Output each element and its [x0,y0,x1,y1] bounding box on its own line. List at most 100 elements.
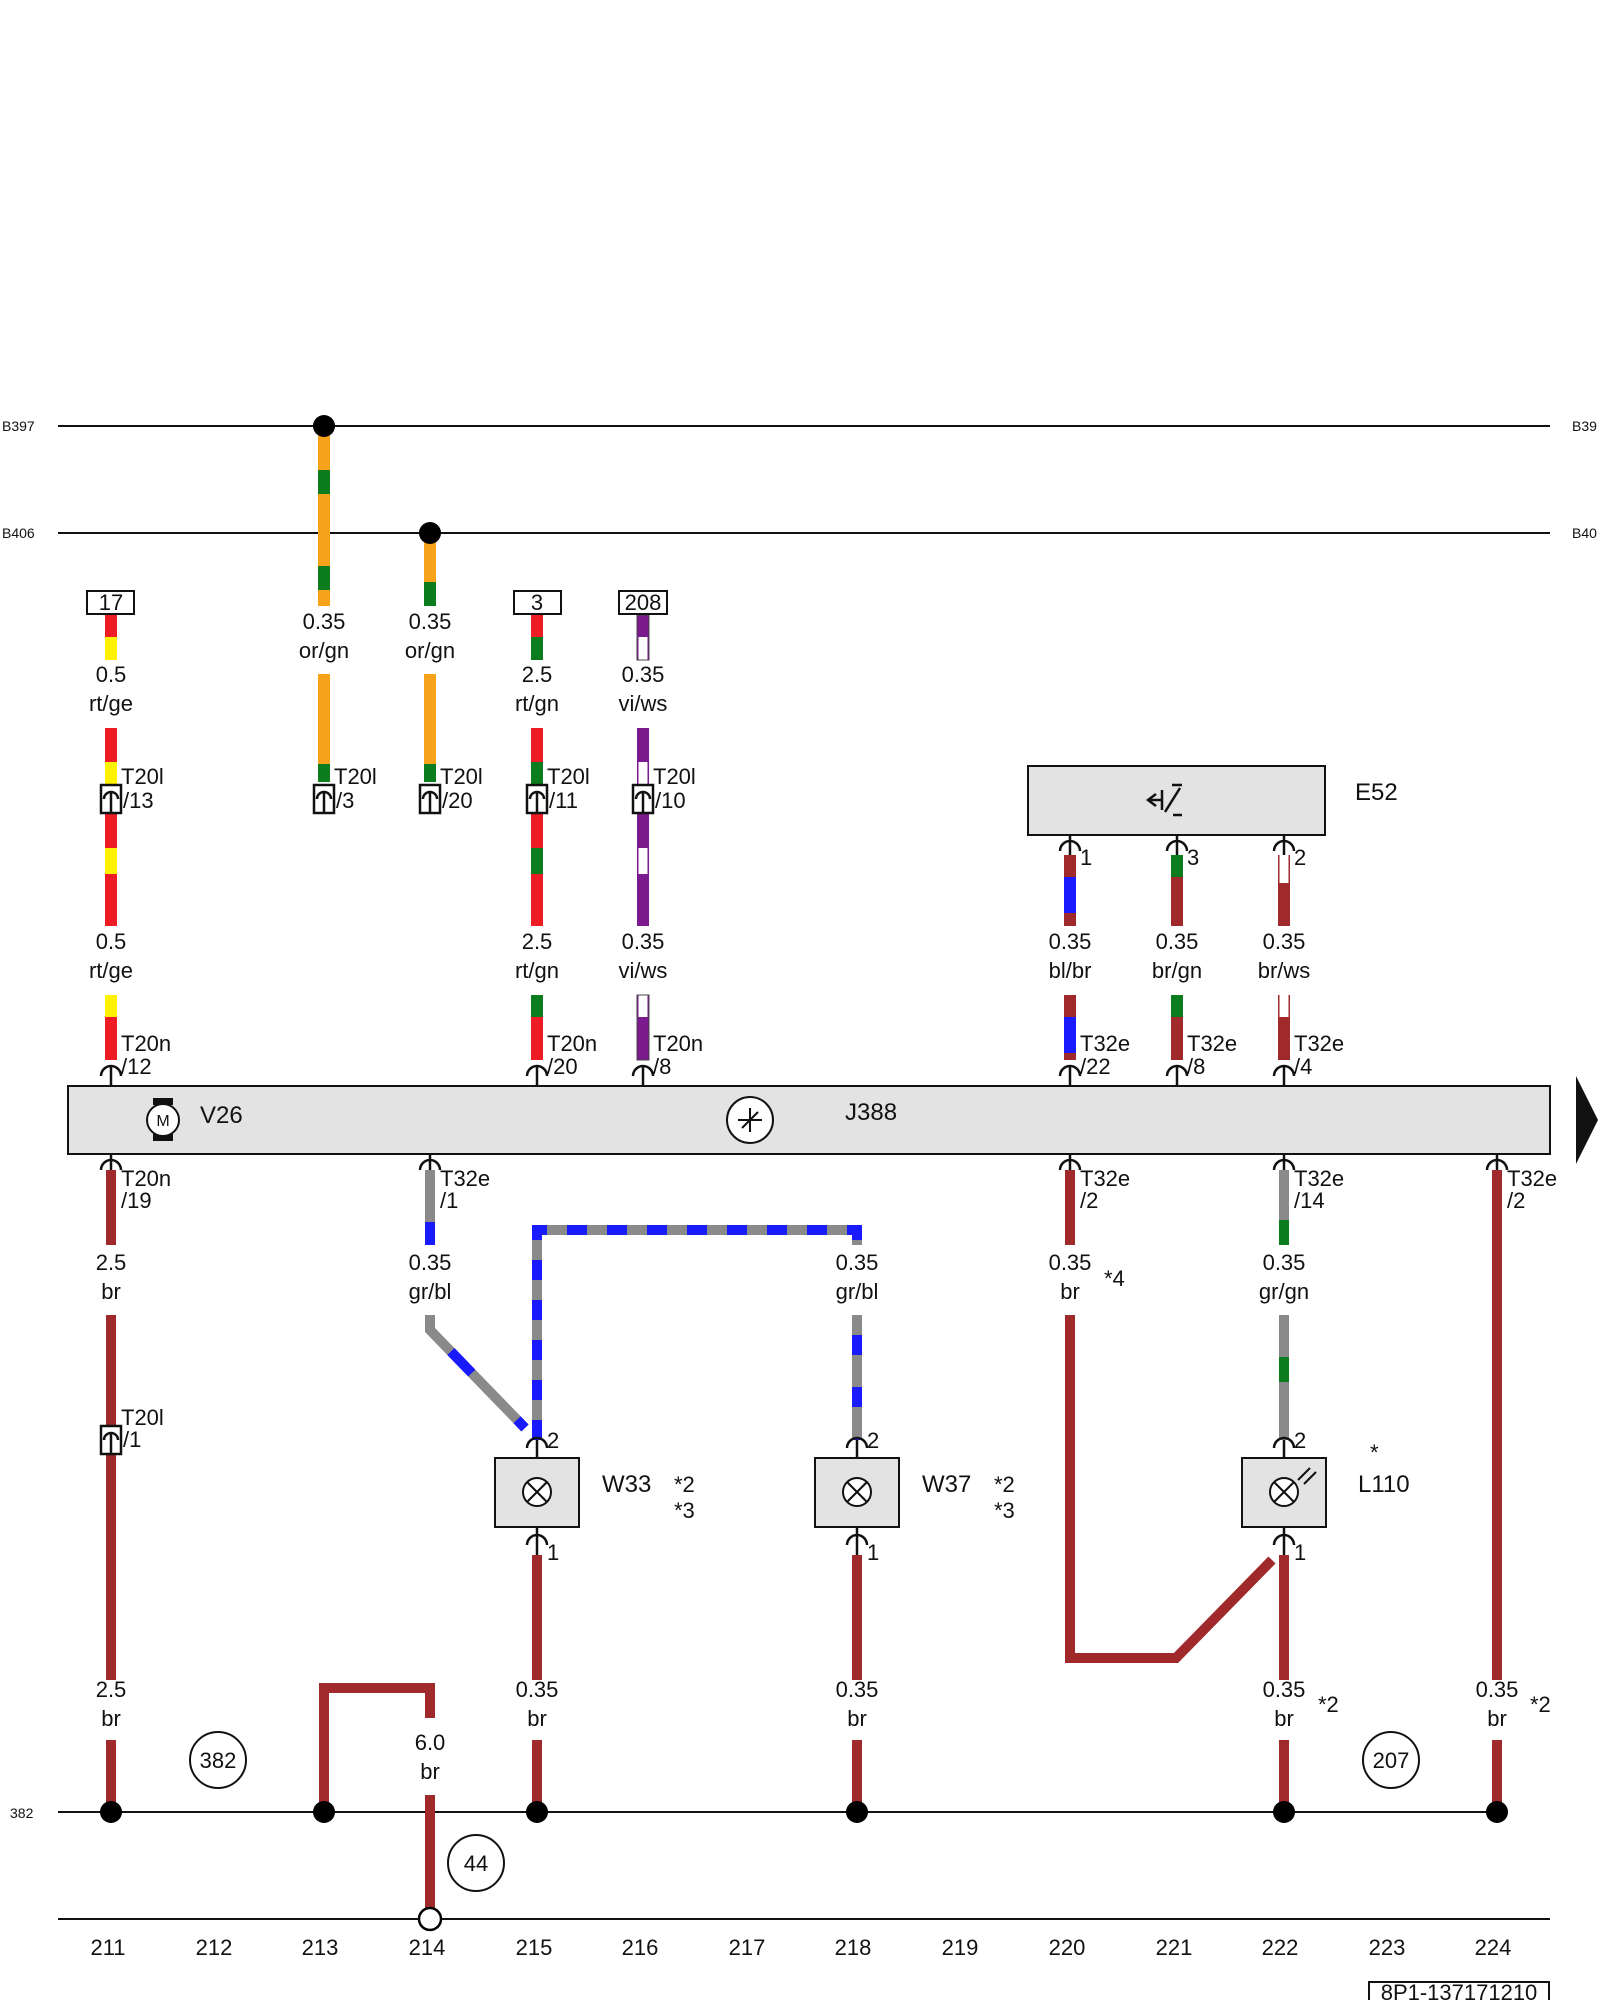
svg-text:T32e: T32e [1080,1031,1130,1056]
svg-text:215: 215 [516,1935,553,1960]
bus-label-b406-right: B40 [1572,525,1597,541]
svg-text:gr/bl: gr/bl [836,1279,879,1304]
svg-text:*3: *3 [994,1498,1015,1523]
component-label-l110: L110 [1358,1471,1410,1498]
svg-text:T20n: T20n [121,1031,171,1056]
continuation-arrow-icon [1576,1076,1598,1164]
svg-text:0.35: 0.35 [1156,929,1199,954]
component-label-e52: E52 [1355,779,1398,806]
svg-text:/3: /3 [336,788,354,813]
svg-text:/12: /12 [121,1054,152,1079]
svg-text:T20n: T20n [653,1031,703,1056]
svg-text:vi/ws: vi/ws [619,691,668,716]
control-unit-j388: M [67,1076,1598,1164]
switch-icon [1145,783,1182,817]
svg-text:0.5: 0.5 [96,929,127,954]
svg-text:0.35: 0.35 [1263,1250,1306,1275]
motor-icon: M [146,1098,180,1141]
svg-text:214: 214 [409,1935,446,1960]
svg-text:/10: /10 [655,788,686,813]
svg-text:br/gn: br/gn [1152,958,1202,983]
ref-box-3: 3 [513,590,562,615]
svg-text:rt/gn: rt/gn [515,691,559,716]
svg-text:*3: *3 [674,1498,695,1523]
svg-text:0.5: 0.5 [96,662,127,687]
svg-text:br: br [527,1706,547,1731]
lamp-w37 [814,1457,900,1528]
svg-text:2.5: 2.5 [522,662,553,687]
svg-text:br: br [101,1706,121,1731]
svg-text:rt/gn: rt/gn [515,958,559,983]
svg-text:gr/gn: gr/gn [1259,1279,1309,1304]
svg-text:T32e: T32e [1507,1166,1557,1191]
svg-text:1: 1 [547,1540,559,1565]
svg-text:2: 2 [1294,1428,1306,1453]
svg-text:212: 212 [196,1935,233,1960]
svg-text:/22: /22 [1080,1054,1111,1079]
svg-text:8P1-137171210: 8P1-137171210 [1381,1980,1538,2000]
svg-text:224: 224 [1475,1935,1512,1960]
svg-text:/13: /13 [123,788,154,813]
svg-text:br: br [1060,1279,1080,1304]
svg-text:T20n: T20n [547,1031,597,1056]
svg-text:/2: /2 [1080,1188,1098,1213]
bus-label-382: 382 [10,1805,34,1821]
svg-text:0.35: 0.35 [1476,1677,1519,1702]
svg-text:rt/ge: rt/ge [89,958,133,983]
switch-e52 [1027,765,1326,836]
svg-text:217: 217 [729,1935,766,1960]
pin-numbers: 1 3 2 2 1 2 1 2 1 [547,845,1306,1565]
svg-text:0.35: 0.35 [836,1250,879,1275]
bus-lines [58,425,1550,1920]
svg-text:0.35: 0.35 [622,929,665,954]
svg-text:211: 211 [90,1935,125,1960]
svg-text:br: br [101,1279,121,1304]
svg-text:1: 1 [1080,845,1092,870]
wire-grbl-loop [532,1225,862,1440]
svg-text:br: br [420,1759,440,1784]
svg-text:219: 219 [942,1935,979,1960]
svg-text:*4: *4 [1104,1266,1125,1291]
svg-text:*2: *2 [674,1472,695,1497]
svg-text:/2: /2 [1507,1188,1525,1213]
wire-br-lamps [532,1555,1289,1812]
lamp-w33 [494,1457,580,1528]
svg-text:0.35: 0.35 [836,1677,879,1702]
ref-box-208: 208 [618,590,668,615]
svg-text:3: 3 [531,590,543,615]
svg-text:2.5: 2.5 [96,1677,127,1702]
svg-text:44: 44 [464,1851,488,1876]
svg-text:T20l: T20l [334,764,377,789]
svg-text:17: 17 [99,590,123,615]
svg-text:T20n: T20n [121,1166,171,1191]
svg-text:/19: /19 [121,1188,152,1213]
svg-text:T32e: T32e [1294,1031,1344,1056]
ref-circle-382: 382 [189,1731,247,1789]
svg-text:0.35: 0.35 [1263,1677,1306,1702]
svg-text:T32e: T32e [1294,1166,1344,1191]
ground-terminal [417,1906,443,1932]
lamp-l110 [1241,1457,1327,1528]
svg-text:2.5: 2.5 [96,1250,127,1275]
svg-text:T32e: T32e [1187,1031,1237,1056]
svg-text:216: 216 [622,1935,659,1960]
ref-circle-44: 44 [447,1834,505,1892]
svg-text:0.35: 0.35 [409,1250,452,1275]
connector-symbols [99,783,1509,1555]
svg-text:T20l: T20l [653,764,696,789]
svg-text:T20l: T20l [547,764,590,789]
svg-text:220: 220 [1049,1935,1086,1960]
svg-text:0.35: 0.35 [622,662,665,687]
svg-text:/1: /1 [123,1427,141,1452]
svg-text:207: 207 [1373,1748,1410,1773]
wire-br-60 [319,1683,435,1910]
svg-text:2: 2 [547,1428,559,1453]
svg-text:208: 208 [625,590,662,615]
svg-text:br: br [847,1706,867,1731]
svg-text:213: 213 [302,1935,339,1960]
ref-box-17: 17 [86,590,135,615]
component-label-w37: W37 [922,1471,971,1498]
svg-text:382: 382 [200,1748,237,1773]
svg-text:223: 223 [1369,1935,1406,1960]
svg-text:1: 1 [867,1540,879,1565]
